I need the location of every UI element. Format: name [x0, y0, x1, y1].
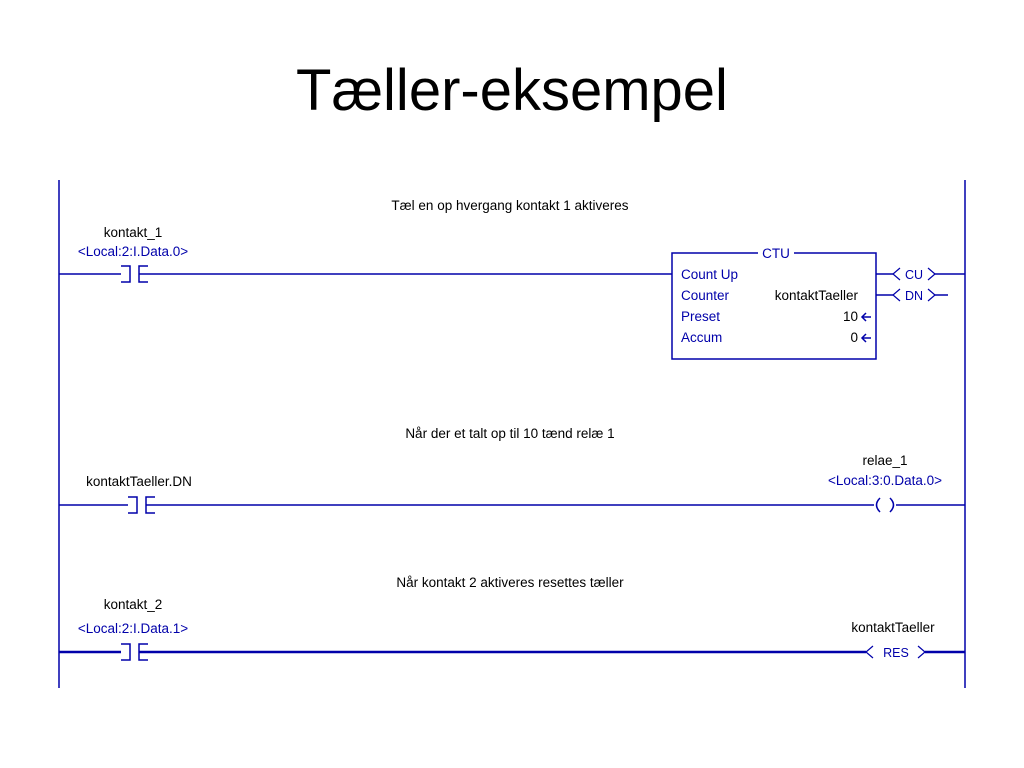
rung-3: Når kontakt 2 aktiveres resettes tæller …: [59, 575, 965, 661]
rung-2-comment: Når der et talt op til 10 tænd relæ 1: [405, 426, 614, 441]
contact-1-name: kontakt_1: [104, 225, 163, 240]
rung-1-comment: Tæl en op hvergang kontakt 1 aktiveres: [391, 198, 628, 213]
ctu-block[interactable]: CTU Count Up Counter kontaktTaeller Pres…: [671, 245, 877, 360]
coil-1-address: <Local:3:0.Data.0>: [828, 473, 942, 488]
accum-arrow-icon: [860, 333, 871, 343]
rung-3-comment: Når kontakt 2 aktiveres resettes tæller: [396, 575, 624, 590]
contact-3-address: <Local:2:I.Data.1>: [78, 621, 188, 636]
contact-1-address: <Local:2:I.Data.0>: [78, 244, 188, 259]
ctu-preset-value: 10: [843, 309, 858, 324]
cu-output-label: CU: [905, 268, 923, 282]
contact-2-name: kontaktTaeller.DN: [86, 474, 192, 489]
coil-2-name: kontaktTaeller: [851, 620, 935, 635]
ctu-row-label: Counter: [681, 288, 730, 303]
ctu-title: CTU: [762, 246, 790, 261]
rung-1: Tæl en op hvergang kontakt 1 aktiveres k…: [59, 198, 965, 360]
rung-2: Når der et talt op til 10 tænd relæ 1 ko…: [59, 426, 965, 514]
ctu-counter-value: kontaktTaeller: [775, 288, 859, 303]
coil-1-name: relae_1: [862, 453, 907, 468]
cu-output-symbol: CU: [892, 267, 936, 282]
coil-1-symbol[interactable]: [875, 497, 895, 513]
reset-coil-symbol[interactable]: RES: [865, 645, 926, 660]
contact-3-name: kontakt_2: [104, 597, 163, 612]
ctu-row-label: Preset: [681, 309, 720, 324]
dn-output-label: DN: [905, 289, 923, 303]
preset-arrow-icon: [860, 312, 871, 322]
dn-output-symbol: DN: [892, 288, 936, 303]
ctu-accum-value: 0: [850, 330, 858, 345]
ctu-row-label: Count Up: [681, 267, 738, 282]
reset-coil-label: RES: [883, 646, 909, 660]
slide-title: Tæller-eksempel: [296, 58, 728, 123]
ctu-row-label: Accum: [681, 330, 722, 345]
